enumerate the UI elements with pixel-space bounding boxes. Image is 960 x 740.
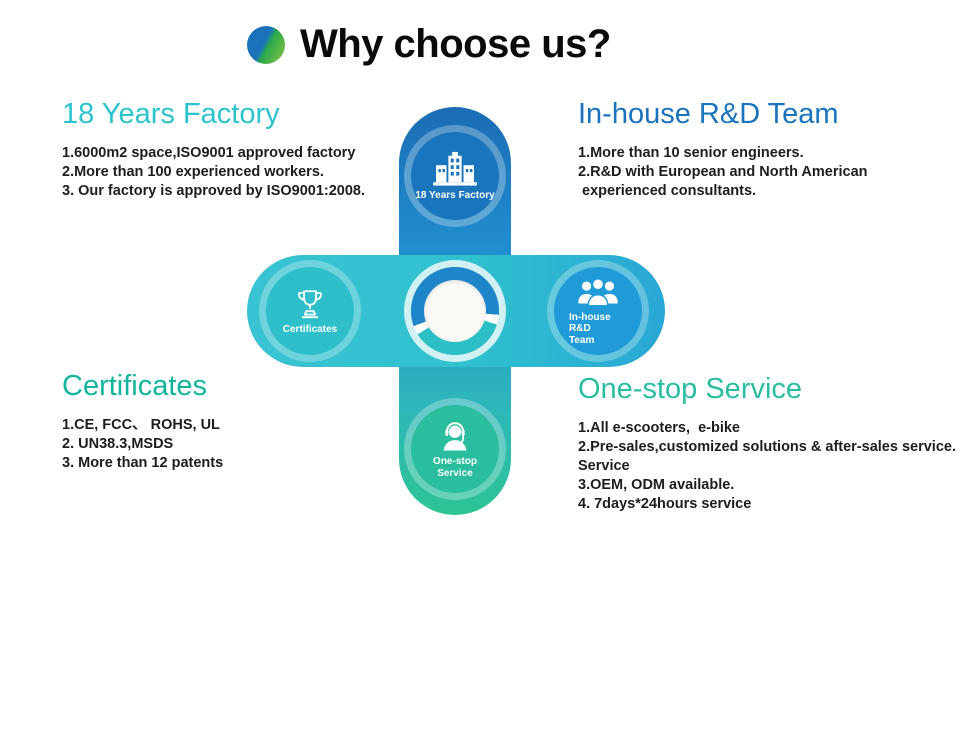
trophy-icon (298, 290, 322, 318)
certificates-heading: Certificates (62, 370, 208, 402)
factory-line: 3. Our factory is approved by ISO9001:20… (62, 183, 366, 199)
node-one-stop-service: One-stop Service (411, 405, 499, 493)
node-label: 18 Years Factory (415, 189, 495, 201)
support-agent-icon (443, 422, 467, 451)
rd-line: 1.More than 10 senior engineers. (578, 145, 804, 161)
section-one-stop-service: One-stop Service 1.All e-scooters, e-bik… (578, 373, 958, 514)
rd-line: 2.R&D with European and North American (578, 164, 868, 180)
section-rd-team: In-house R&D Team 1.More than 10 senior … (578, 98, 928, 201)
section-factory: 18 Years Factory 1.6000m2 space,ISO9001 … (62, 98, 402, 201)
node-label: In-house R&D Team (569, 311, 611, 346)
service-heading: One-stop Service (578, 373, 803, 405)
service-line: 4. 7days*24hours service (578, 496, 752, 512)
certificates-line: 2. UN38.3,MSDS (62, 436, 174, 452)
factory-icon (433, 151, 477, 186)
factory-line: 2.More than 100 experienced workers. (62, 164, 324, 180)
team-icon (578, 277, 618, 307)
factory-line: 1.6000m2 space,ISO9001 approved factory (62, 145, 356, 161)
node-certificates: Certificates (266, 267, 354, 355)
certificates-line: 3. More than 12 patents (62, 455, 224, 471)
node-label: Certificates (282, 323, 338, 335)
node-18-years-factory: 18 Years Factory (411, 132, 499, 220)
header: Why choose us? (247, 22, 611, 67)
node-rd-team: In-house R&D Team (554, 267, 642, 355)
service-line: 2.Pre-sales,customized solutions & after… (578, 439, 956, 455)
center-hub-inner (424, 280, 486, 342)
page-title: Why choose us? (300, 22, 611, 66)
service-line: 1.All e-scooters, e-bike (578, 420, 740, 436)
rd-heading: In-house R&D Team (578, 98, 839, 130)
node-label: One-stop Service (433, 456, 477, 479)
service-line: Service (578, 458, 630, 474)
certificates-line: 1.CE, FCC、 ROHS, UL (62, 417, 220, 433)
section-certificates: Certificates 1.CE, FCC、 ROHS, UL 2. UN38… (62, 370, 402, 473)
brand-globe-icon (247, 25, 285, 64)
service-line: 3.OEM, ODM available. (578, 477, 735, 493)
factory-heading: 18 Years Factory (62, 98, 280, 130)
center-hub-ring (411, 267, 499, 355)
rd-line: experienced consultants. (578, 183, 757, 199)
